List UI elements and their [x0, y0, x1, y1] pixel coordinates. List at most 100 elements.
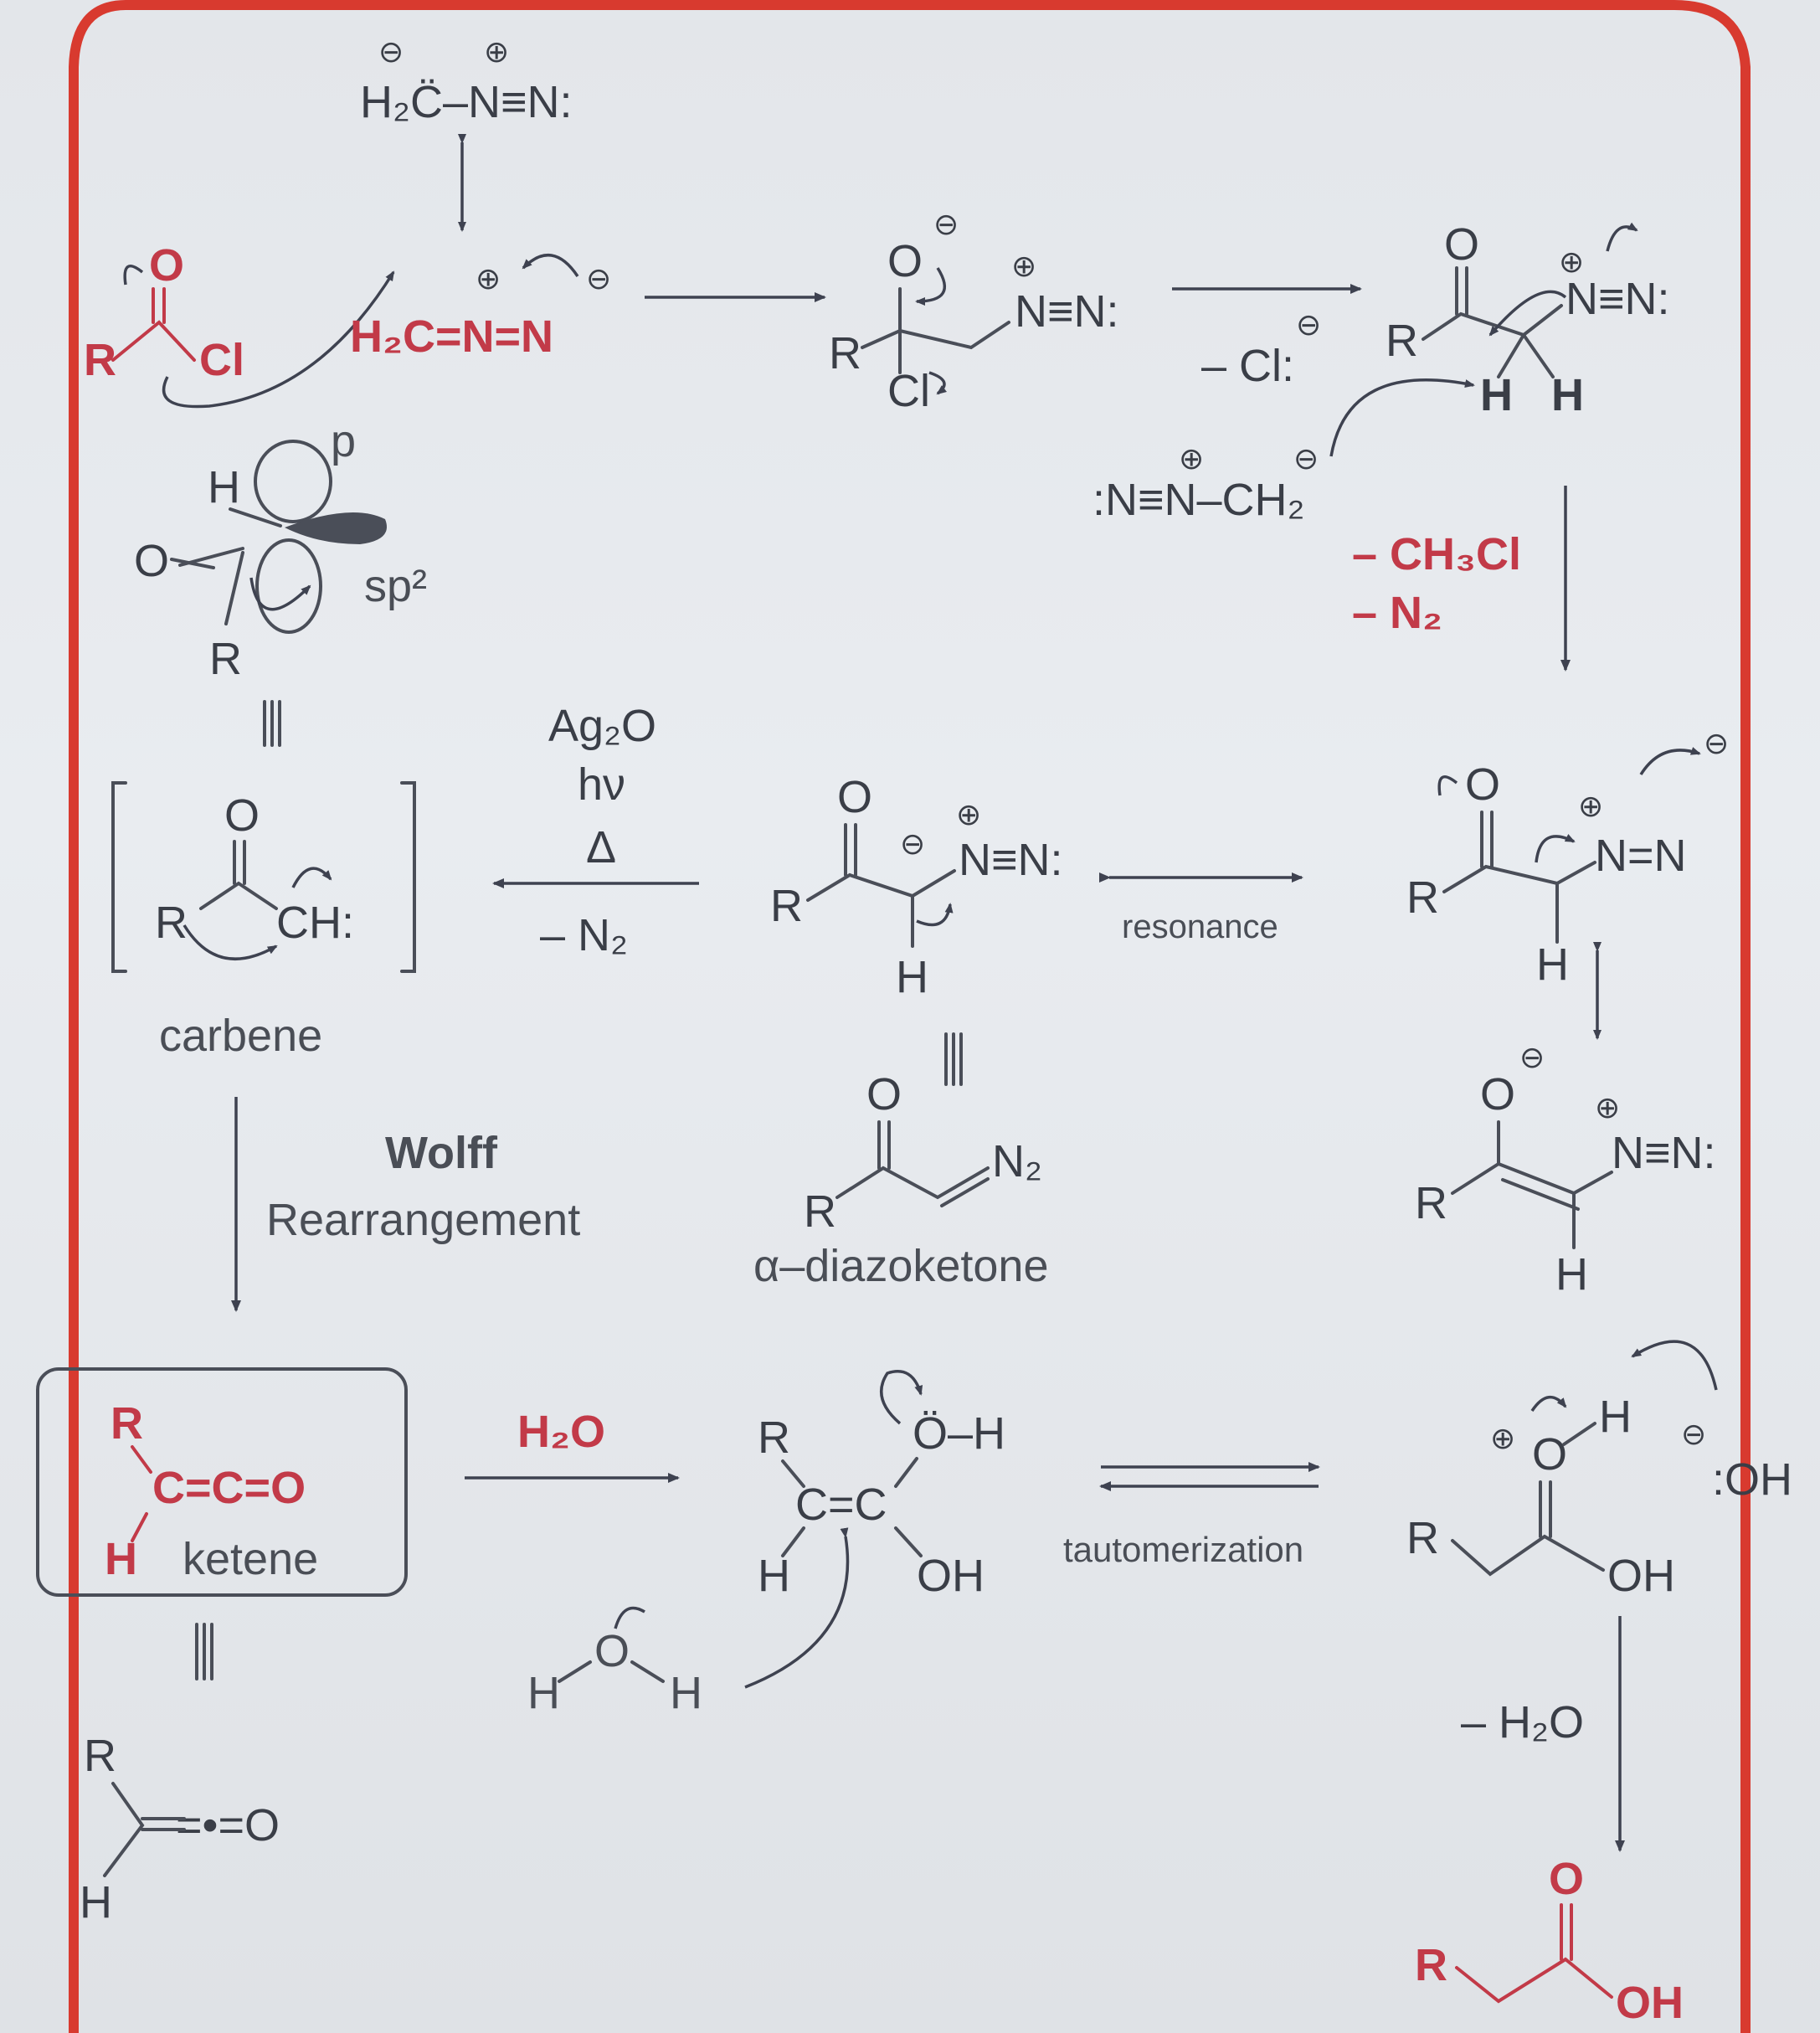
orbital-sp2-label: sp² — [364, 561, 427, 611]
enol-oh-top: Ö–H — [913, 1408, 1005, 1459]
ketene: R C=C=O H ketene — [36, 1367, 408, 1597]
acid-chloride: R O Cl — [84, 240, 395, 409]
equivalence-sign — [944, 1032, 963, 1086]
protonated-o: O — [1532, 1429, 1567, 1480]
intermediate-cl: Cl — [887, 366, 930, 416]
water-reagent: H₂O — [517, 1407, 605, 1457]
minus-charge-icon: ⊖ — [1681, 1417, 1706, 1451]
acid-chloride-r: R — [84, 335, 116, 385]
curly-arrow — [614, 1606, 645, 1629]
loss-chloride-label: – Cl: — [1201, 341, 1294, 391]
enol: R Ö–H C=C H OH — [744, 1370, 1005, 1689]
anion-r: R — [770, 881, 803, 931]
p-orbital-lobe-bottom — [255, 538, 322, 634]
byproduct-ch3cl: – CH₃Cl — [1352, 529, 1521, 579]
diazonium-ketone-n-group: N≡N: — [1566, 274, 1670, 324]
plus-charge-icon: ⊕ — [484, 34, 509, 69]
curly-arrow — [123, 265, 144, 286]
orbital-h: H — [208, 462, 240, 512]
second-diazomethane: ⊕ ⊖ :N≡N–CH₂ — [1093, 378, 1475, 525]
minus-charge-icon: ⊖ — [1296, 307, 1321, 342]
curly-arrow — [291, 867, 332, 888]
plus-charge-icon: ⊕ — [1179, 441, 1204, 476]
plus-charge-icon: ⊕ — [1490, 1421, 1515, 1455]
bracket-right — [400, 781, 416, 973]
curly-arrow — [1631, 1340, 1718, 1391]
curly-arrow — [880, 1370, 923, 1425]
diazoketone-neutral: O R H ⊕ N=N ⊖ — [1406, 726, 1729, 1040]
ketene-alt-tail: =•=O — [176, 1800, 280, 1850]
enol-cc: C=C — [795, 1480, 887, 1530]
curly-arrow-attack — [162, 270, 395, 409]
curly-arrow — [1639, 747, 1701, 775]
acid-chloride-bonds — [111, 320, 196, 362]
wolff-subtitle: Rearrangement — [266, 1195, 580, 1245]
curly-arrow — [915, 267, 947, 306]
alpha-diazoketone: O R N₂ α–diazoketone — [753, 1069, 1048, 1291]
byproduct-n2: – N₂ — [1352, 588, 1442, 638]
red-frame — [69, 0, 1751, 2033]
final-acid-oh: OH — [1616, 1978, 1684, 2028]
minus-charge-icon: ⊖ — [1519, 1040, 1545, 1074]
carbene-r: R — [155, 898, 188, 948]
diazomethane-top: ⊖ ⊕ H₂C̈–N≡N: — [360, 34, 573, 127]
ketene-alt-h: H — [80, 1877, 112, 1927]
water-o: O — [594, 1626, 630, 1676]
minus-charge-icon: ⊖ — [586, 261, 611, 296]
curly-arrow-deprotonation — [1329, 378, 1475, 457]
condition-ag2o: Ag₂O — [548, 701, 656, 751]
diazomethane-main: H₂C=N=N ⊕ ⊖ — [350, 254, 611, 362]
equivalence-sign — [195, 1623, 213, 1680]
condition-hv: hν — [578, 759, 625, 810]
carbene-ch: CH: — [276, 898, 354, 948]
hydroxide: :OH — [1712, 1454, 1792, 1505]
curly-arrow — [1437, 775, 1458, 796]
condition-delta: Δ — [586, 822, 616, 872]
tautomerization-label: tautomerization — [1063, 1530, 1303, 1569]
minus-charge-icon: ⊖ — [378, 34, 404, 69]
plus-charge-icon: ⊕ — [1011, 249, 1036, 283]
wolff-title: Wolff — [385, 1128, 498, 1178]
diazoketone-anion: O R H ⊖ ⊕ N≡N: — [770, 772, 1063, 1002]
anion-o: O — [837, 772, 872, 822]
protonated-oh: OH — [1607, 1551, 1675, 1601]
enolate-h: H — [1555, 1249, 1588, 1300]
sp2-orbital-lobe — [285, 512, 387, 544]
water-molecule: H O H — [527, 1606, 702, 1718]
protonated-h: H — [1599, 1392, 1632, 1442]
tetrahedral-intermediate: O ⊖ R Cl ⊕ N≡N: — [829, 207, 1119, 416]
curly-arrow — [522, 254, 579, 277]
diazonium-ketone: O R ⊕ N≡N: H H — [1386, 219, 1670, 420]
diazonium-ketone-h-right: H — [1551, 370, 1584, 420]
protonated-r: R — [1406, 1513, 1439, 1563]
plus-charge-icon: ⊕ — [1595, 1090, 1620, 1125]
ketene-alt-r: R — [84, 1731, 116, 1781]
ketene-caption: ketene — [183, 1534, 318, 1584]
plus-charge-icon: ⊕ — [1559, 244, 1584, 279]
neutral-o: O — [1465, 759, 1500, 810]
plus-charge-icon: ⊕ — [476, 261, 501, 296]
conditions: Ag₂O hν Δ – N₂ — [492, 701, 699, 960]
curly-arrow — [928, 371, 947, 395]
enol-oh: OH — [917, 1551, 985, 1601]
carbene-caption: carbene — [159, 1011, 322, 1061]
second-diazomethane-label: :N≡N–CH₂ — [1093, 475, 1305, 525]
alpha-caption: α–diazoketone — [753, 1241, 1048, 1291]
orbital-p-label: p — [331, 416, 356, 466]
curly-arrow-attack — [744, 1527, 850, 1689]
final-acid-r: R — [1415, 1940, 1447, 1990]
enolate-form: O ⊖ R H ⊕ N≡N: — [1415, 1040, 1716, 1300]
intermediate-r: R — [829, 328, 861, 378]
enol-h: H — [758, 1551, 790, 1601]
orbital-r: R — [209, 634, 242, 684]
anion-h: H — [896, 952, 928, 1002]
alpha-n2: N₂ — [992, 1136, 1042, 1186]
diazonium-ketone-r: R — [1386, 316, 1418, 366]
orbital-o: O — [134, 536, 169, 586]
enolate-r: R — [1415, 1178, 1447, 1228]
minus-charge-icon: ⊖ — [900, 826, 925, 861]
curly-arrow — [183, 924, 278, 960]
equivalence-sign — [263, 700, 281, 747]
curly-arrow — [1488, 290, 1567, 337]
